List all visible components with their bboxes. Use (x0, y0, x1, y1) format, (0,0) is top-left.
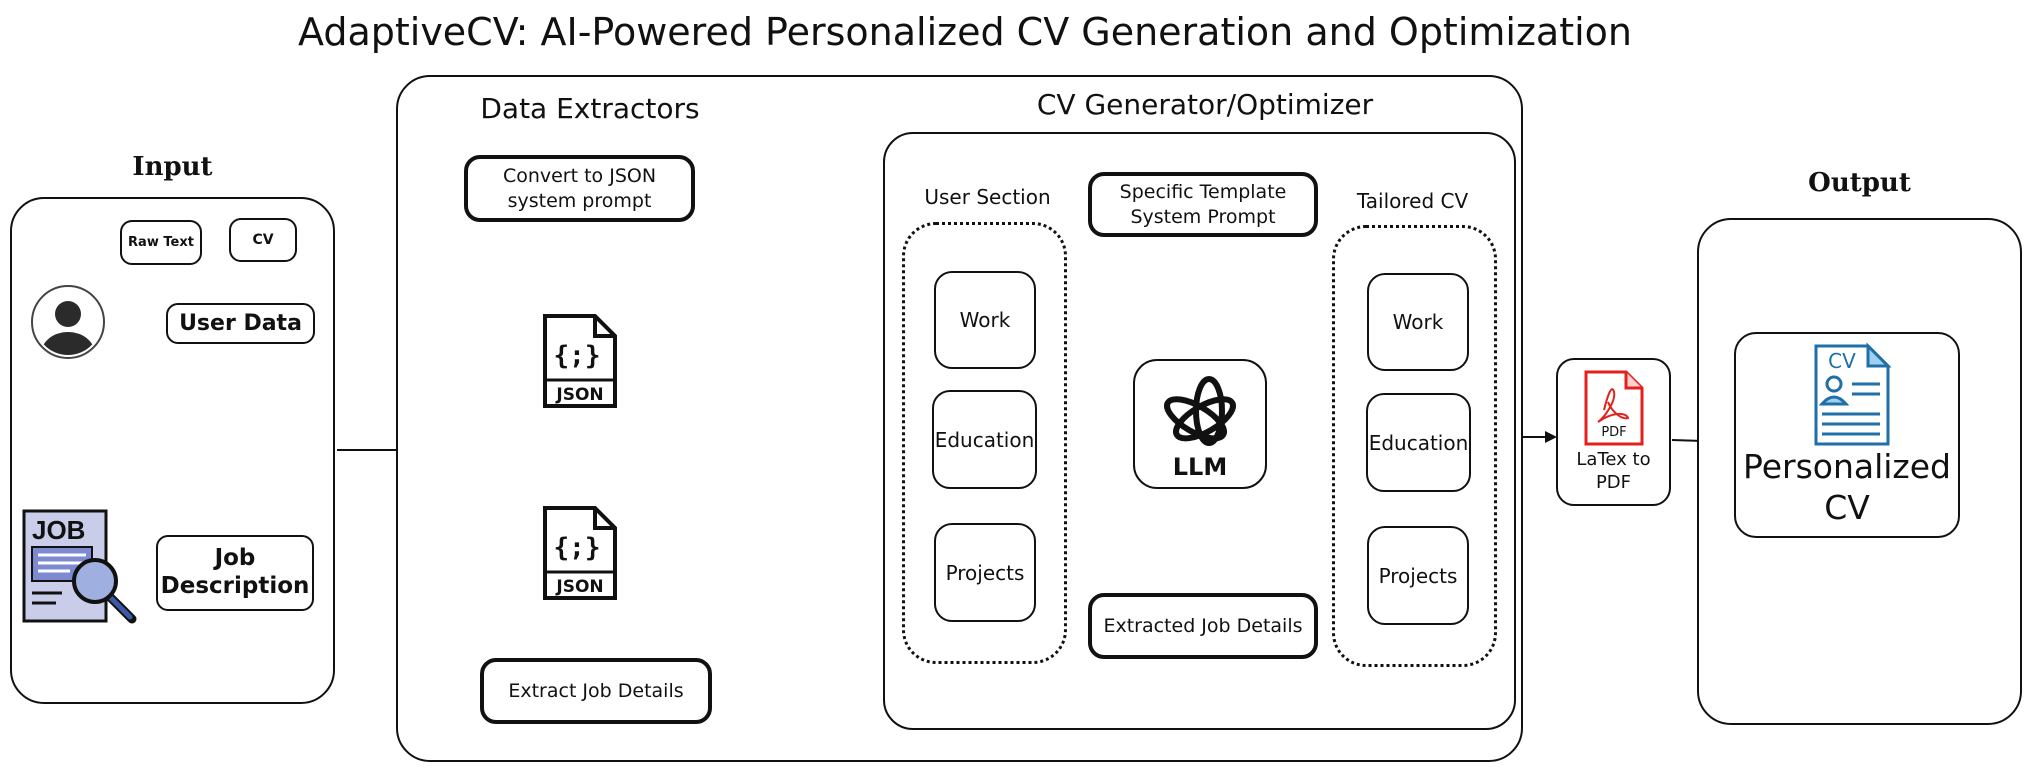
latex-to-pdf-label: LaTex to PDF (1576, 449, 1651, 494)
cv-label: CV (229, 218, 297, 262)
input-heading: Input (132, 152, 213, 182)
diagram-title: AdaptiveCV: AI-Powered Personalized CV G… (298, 10, 1632, 54)
user-section-group (902, 222, 1067, 664)
user-section-label: User Section (924, 185, 1051, 209)
tailored-projects-box: Projects (1367, 526, 1469, 625)
tailored-cv-label: Tailored CV (1356, 189, 1469, 213)
input-panel (10, 197, 335, 704)
user-data-label: User Data (166, 303, 315, 344)
latex-to-pdf-box: PDF LaTex to PDF (1556, 358, 1671, 506)
user-education-box: Education (932, 390, 1037, 489)
pdf-badge-text: PDF (1601, 425, 1626, 440)
tailored-cv-group (1332, 225, 1497, 667)
extracted-job-details-box: Extracted Job Details (1088, 593, 1318, 659)
personalized-cv-box: CV Personalized CV (1734, 332, 1960, 538)
output-heading: Output (1808, 168, 1911, 198)
user-projects-box: Projects (934, 523, 1036, 622)
json-file-icon: {;} JSON (541, 312, 619, 410)
tailored-work-box: Work (1367, 273, 1469, 371)
extract-job-details-box: Extract Job Details (480, 658, 712, 724)
json-prompt-box: Convert to JSON system prompt (464, 155, 695, 222)
user-avatar-icon (30, 284, 106, 360)
cv-document-icon: CV (1814, 342, 1892, 446)
template-prompt-box: Specific Template System Prompt (1088, 172, 1318, 237)
data-extractors-heading: Data Extractors (480, 92, 700, 125)
cv-generator-heading: CV Generator/Optimizer (1036, 88, 1374, 121)
json-label: JSON (555, 385, 603, 405)
job-search-icon: JOB (20, 507, 138, 625)
json-label: JSON (555, 577, 603, 597)
tailored-education-box: Education (1366, 393, 1471, 492)
raw-text-label: Raw Text (120, 220, 202, 265)
openai-logo-icon: LLM (1164, 376, 1236, 481)
user-work-box: Work (934, 271, 1036, 369)
cv-badge-text: CV (1828, 349, 1856, 373)
pdf-file-icon: PDF (1584, 370, 1644, 446)
job-icon-text: JOB (32, 515, 85, 545)
json-glyph: {;} (554, 533, 601, 563)
json-file-icon: {;} JSON (541, 504, 619, 602)
json-glyph: {;} (554, 341, 601, 371)
llm-box: LLM (1133, 359, 1267, 489)
personalized-cv-label: Personalized CV (1742, 447, 1952, 528)
llm-label: LLM (1173, 453, 1227, 481)
job-description-label: Job Description (156, 535, 314, 611)
